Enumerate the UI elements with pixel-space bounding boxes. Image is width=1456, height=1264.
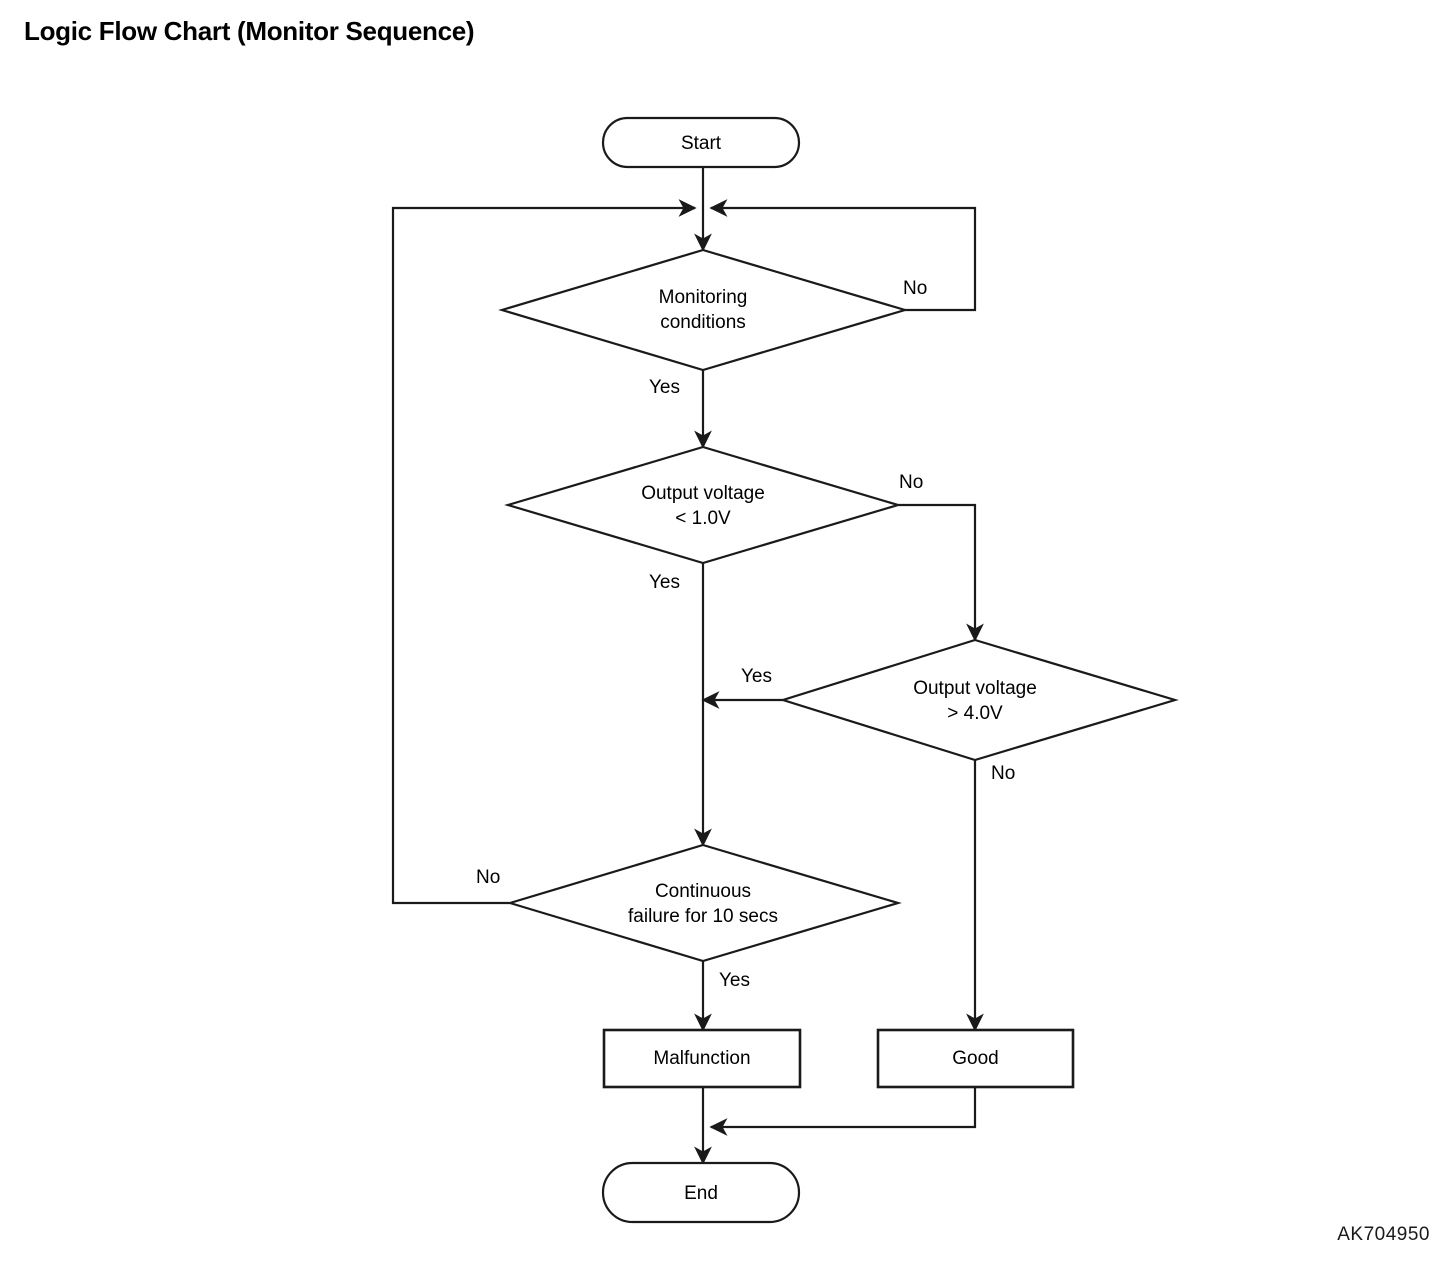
edge-low-no xyxy=(898,503,984,642)
node-output-voltage-low[interactable] xyxy=(504,445,902,565)
edge-good-to-end xyxy=(709,1087,977,1136)
edge-continuous-no-loop xyxy=(391,199,697,905)
edge-label-continuous-yes: Yes xyxy=(719,970,750,991)
edge-label-high-no: No xyxy=(991,763,1016,784)
node-good[interactable] xyxy=(876,1028,1075,1089)
node-monitoring-conditions[interactable] xyxy=(498,248,909,372)
edge-label-monitoring-yes: Yes xyxy=(649,377,680,398)
node-end[interactable] xyxy=(601,1161,801,1224)
node-malfunction[interactable] xyxy=(602,1028,802,1089)
edge-label-low-yes: Yes xyxy=(649,572,680,593)
edge-label-high-yes: Yes xyxy=(741,666,772,687)
node-output-voltage-high[interactable] xyxy=(779,638,1179,762)
node-start[interactable] xyxy=(601,116,801,169)
edge-label-monitoring-no: No xyxy=(903,278,928,299)
page-title: Logic Flow Chart (Monitor Sequence) xyxy=(24,16,475,46)
edge-label-low-no: No xyxy=(899,472,924,493)
node-continuous-failure[interactable] xyxy=(506,843,902,963)
edge-label-continuous-no: No xyxy=(476,867,501,888)
reference-code: AK704950 xyxy=(1337,1224,1430,1245)
edge-monitoring-no-loop xyxy=(709,199,977,312)
